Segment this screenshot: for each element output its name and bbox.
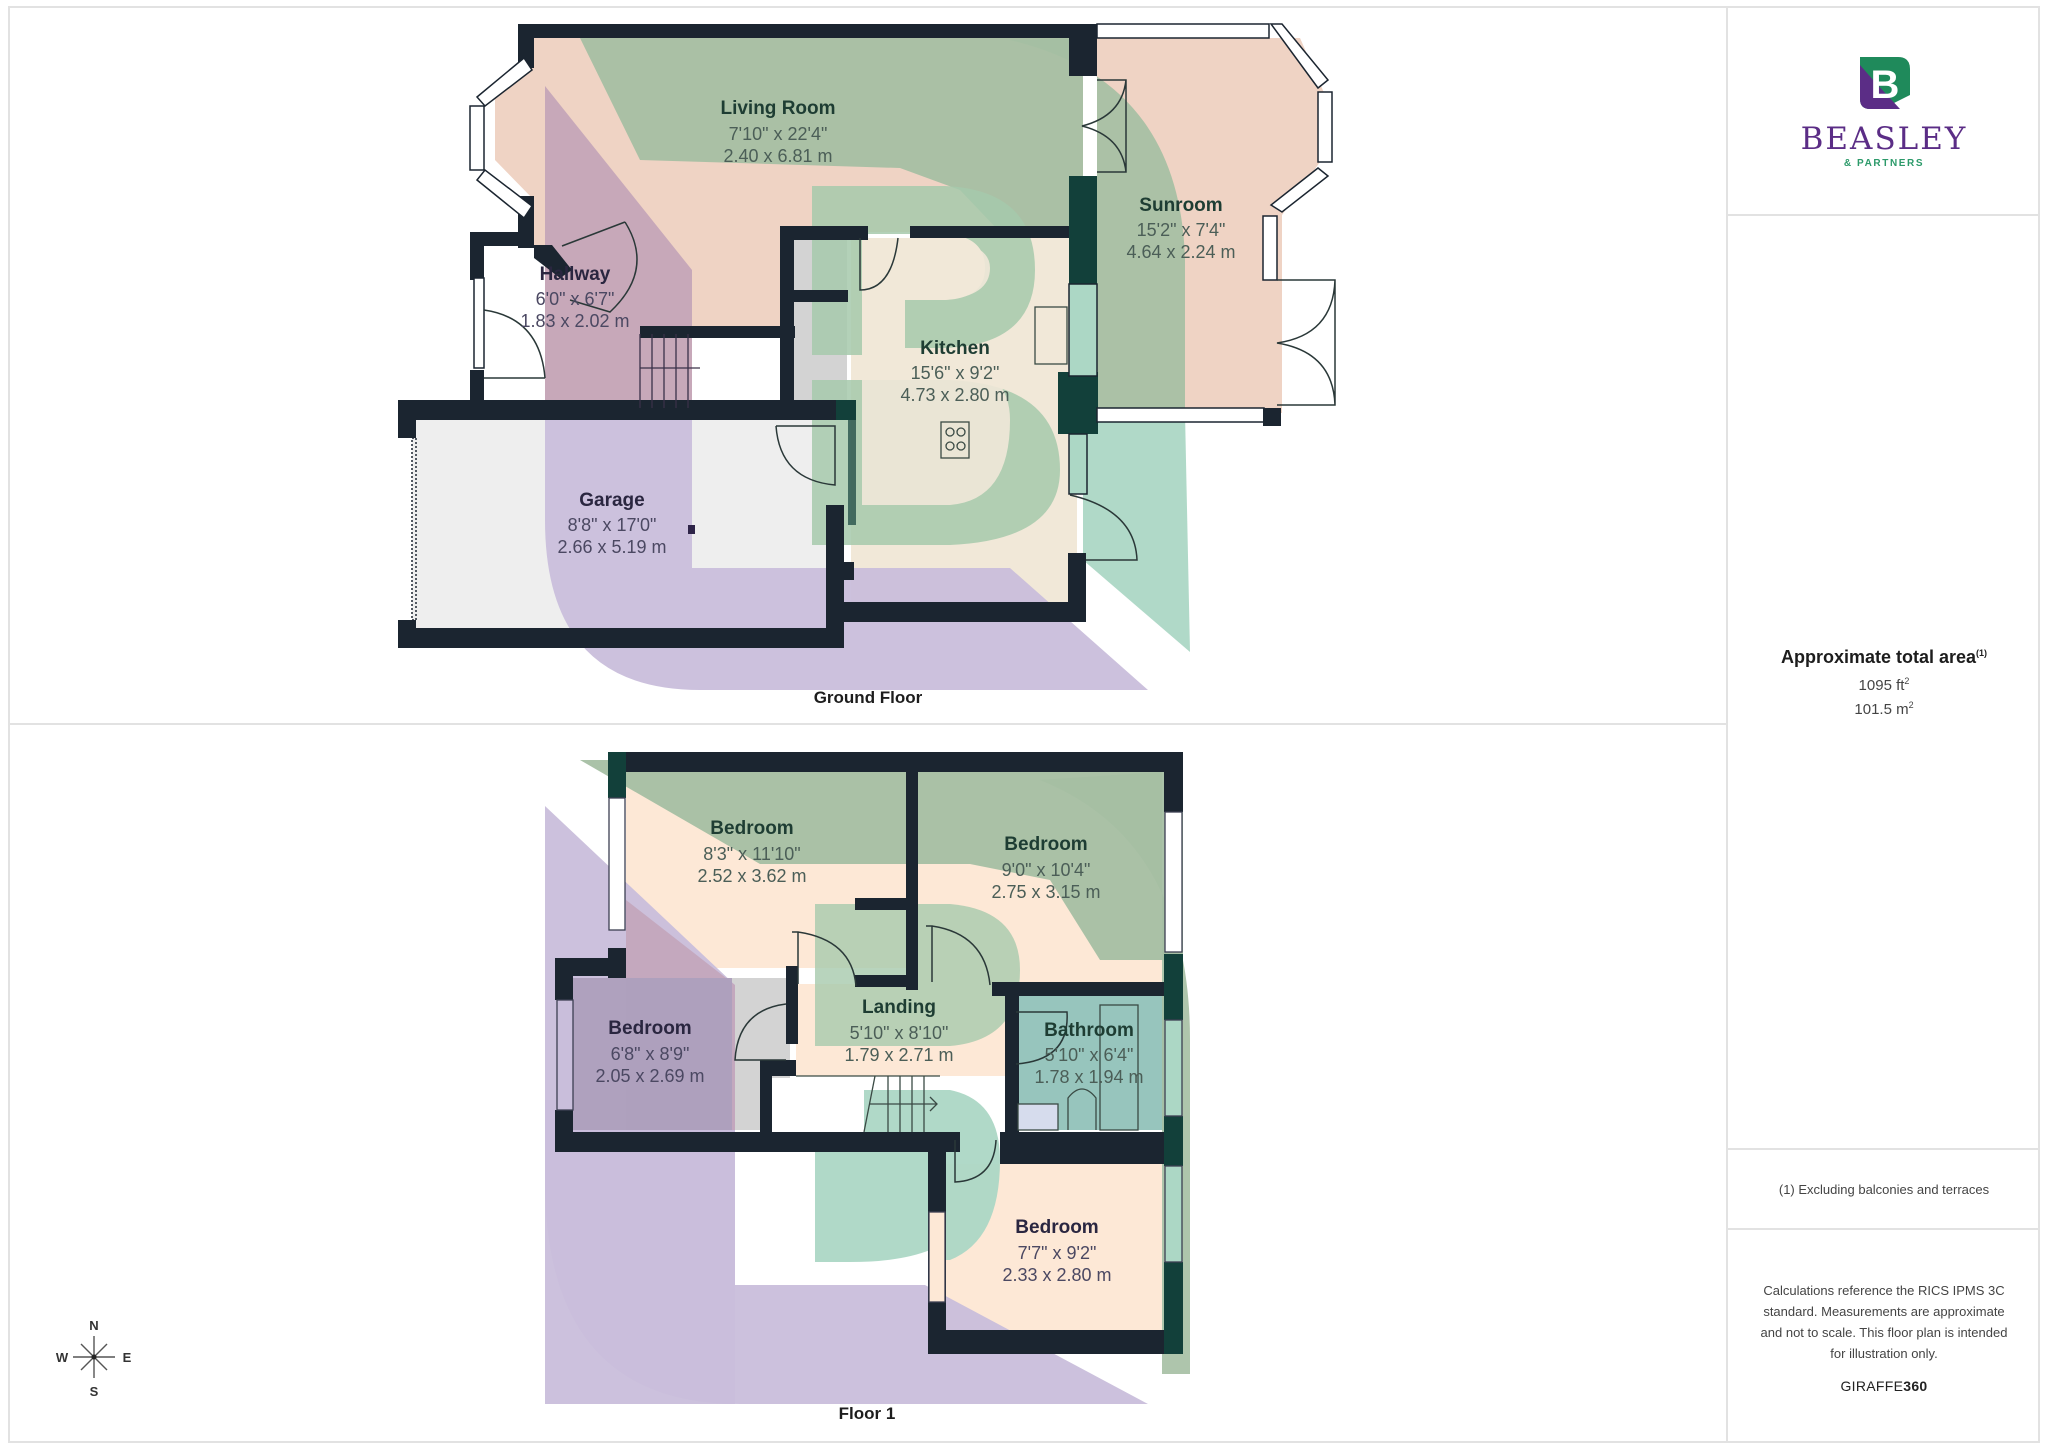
room-name-bedroom-3: Bedroom	[608, 1018, 691, 1039]
floor-divider	[8, 723, 1727, 725]
area-metric: 101.5 m2	[1854, 700, 1913, 718]
credit-suffix: 360	[1903, 1377, 1928, 1394]
room-metric-garage: 2.66 x 5.19 m	[557, 537, 666, 557]
room-metric-bathroom: 1.78 x 1.94 m	[1034, 1067, 1143, 1087]
area-title-footnote-ref: (1)	[1976, 647, 1988, 658]
watermark-mint-wedge	[1083, 413, 1190, 652]
room-metric-sunroom: 4.64 x 2.24 m	[1126, 242, 1235, 262]
room-imperial-bedroom-3: 6'8" x 8'9"	[611, 1044, 690, 1064]
sidebar-divider	[1726, 6, 1728, 1443]
room-name-bedroom-1: Bedroom	[710, 818, 793, 839]
bathtub-icon	[1099, 1004, 1139, 1131]
first-doors	[734, 925, 1068, 1183]
svg-text:B: B	[1871, 63, 1900, 107]
area-metric-value: 101.5 m	[1854, 700, 1909, 718]
watermark-green-arc	[1010, 38, 1185, 413]
room-imperial-bedroom-2: 9'0" x 10'4"	[1002, 860, 1091, 880]
room-imperial-kitchen: 15'6" x 9'2"	[911, 363, 1000, 383]
giraffe360-credit: GIRAFFE360	[1840, 1378, 1927, 1394]
area-title-text: Approximate total area	[1780, 646, 1977, 667]
first-stairs	[796, 1075, 940, 1133]
basin-icon	[1017, 1103, 1059, 1131]
brand-name: BEASLEY	[1800, 121, 1968, 157]
disclaimer-text: Calculations reference the RICS IPMS 3C …	[1760, 1282, 2008, 1361]
sunroom-corner-post	[1263, 408, 1281, 426]
room-imperial-landing: 5'10" x 8'10"	[850, 1023, 949, 1043]
watermark-mint-b-void	[815, 1152, 930, 1262]
room-imperial-garage: 8'8" x 17'0"	[568, 515, 657, 535]
area-title: Approximate total area(1)	[1781, 647, 1987, 668]
sink-icon	[1034, 306, 1068, 365]
first-walls	[555, 752, 1183, 1354]
room-imperial-living-room: 7'10" x 22'4"	[729, 124, 828, 144]
room-name-bedroom-4: Bedroom	[1015, 1217, 1098, 1238]
compass-icon	[73, 1336, 115, 1378]
room-metric-hallway: 1.83 x 2.02 m	[520, 311, 629, 331]
room-name-bathroom: Bathroom	[1044, 1020, 1134, 1041]
room-name-landing: Landing	[862, 997, 936, 1018]
watermark-lavender-arc	[545, 1100, 1148, 1404]
disclaimer-section: Calculations reference the RICS IPMS 3C …	[1728, 1230, 2040, 1443]
hob-icon	[940, 421, 970, 459]
area-imperial-unit-exp: 2	[1904, 675, 1910, 686]
ground-stairs	[639, 334, 700, 408]
floor-label-ground: Ground Floor	[814, 688, 923, 707]
info-sidebar: B BEASLEY & PARTNERS Approximate total a…	[1728, 6, 2040, 1443]
room-imperial-hallway: 6'0" x 6'7"	[536, 289, 615, 309]
room-name-bedroom-2: Bedroom	[1004, 834, 1087, 855]
room-metric-bedroom-4: 2.33 x 2.80 m	[1002, 1265, 1111, 1285]
watermark-green-band	[580, 38, 1083, 232]
room-name-sunroom: Sunroom	[1139, 195, 1222, 216]
first-floor-plan: Bedroom 8'3" x 11'10" 2.52 x 3.62 m Bedr…	[545, 752, 1190, 1423]
footnote-text: (1) Excluding balconies and terraces	[1778, 1181, 1990, 1197]
floor-label-first: Floor 1	[839, 1404, 896, 1423]
sunroom-bay-floor	[1282, 38, 1325, 413]
brand-logo-section: B BEASLEY & PARTNERS	[1728, 6, 2040, 216]
room-metric-bedroom-1: 2.52 x 3.62 m	[697, 866, 806, 886]
ground-windows	[411, 23, 1333, 621]
compass-east: E	[123, 1350, 132, 1365]
brand-logo-icon: B	[1860, 57, 1910, 109]
watermark-cream-b	[862, 240, 1010, 505]
area-imperial: 1095 ft2	[1859, 676, 1910, 694]
room-imperial-sunroom: 15'2" x 7'4"	[1137, 220, 1226, 240]
footnote-section: (1) Excluding balconies and terraces	[1728, 1150, 2040, 1230]
ground-walls	[398, 24, 1097, 648]
toilet-icon	[1067, 1088, 1097, 1130]
credit-prefix: GIRAFFE	[1840, 1377, 1904, 1394]
room-name-kitchen: Kitchen	[920, 338, 990, 359]
compass-rose: N S W E	[56, 1318, 132, 1399]
ground-floor-plan: Living Room 7'10" x 22'4" 2.40 x 6.81 m …	[398, 23, 1336, 707]
bathroom-fixtures	[1017, 1004, 1139, 1131]
compass-north: N	[89, 1318, 98, 1333]
room-metric-landing: 1.79 x 2.71 m	[844, 1045, 953, 1065]
garage-marker	[688, 525, 695, 534]
room-imperial-bedroom-4: 7'7" x 9'2"	[1018, 1243, 1097, 1263]
first-walls-green	[608, 752, 1183, 1354]
room-metric-living-room: 2.40 x 6.81 m	[723, 146, 832, 166]
room-metric-bedroom-2: 2.75 x 3.15 m	[991, 882, 1100, 902]
room-name-hallway: Hallway	[540, 264, 611, 285]
total-area-section: Approximate total area(1) 1095 ft2 101.5…	[1728, 216, 2040, 1150]
ground-doors	[483, 79, 1336, 561]
room-metric-kitchen: 4.73 x 2.80 m	[900, 385, 1009, 405]
brand-subtitle: & PARTNERS	[1843, 158, 1925, 169]
room-name-living-room: Living Room	[720, 98, 835, 119]
area-imperial-value: 1095 ft	[1858, 676, 1905, 694]
room-imperial-bedroom-1: 8'3" x 11'10"	[703, 844, 800, 864]
room-name-garage: Garage	[579, 490, 644, 511]
room-imperial-bathroom: 5'10" x 6'4"	[1045, 1045, 1134, 1065]
area-metric-unit-exp: 2	[1908, 699, 1914, 710]
watermark-green-band-f1	[580, 760, 1183, 960]
compass-south: S	[90, 1384, 99, 1399]
first-windows	[556, 797, 1183, 1303]
stair-void	[764, 1078, 864, 1136]
room-metric-bedroom-3: 2.05 x 2.69 m	[595, 1066, 704, 1086]
compass-west: W	[56, 1350, 69, 1365]
bedroom-3-tint	[572, 978, 732, 1130]
